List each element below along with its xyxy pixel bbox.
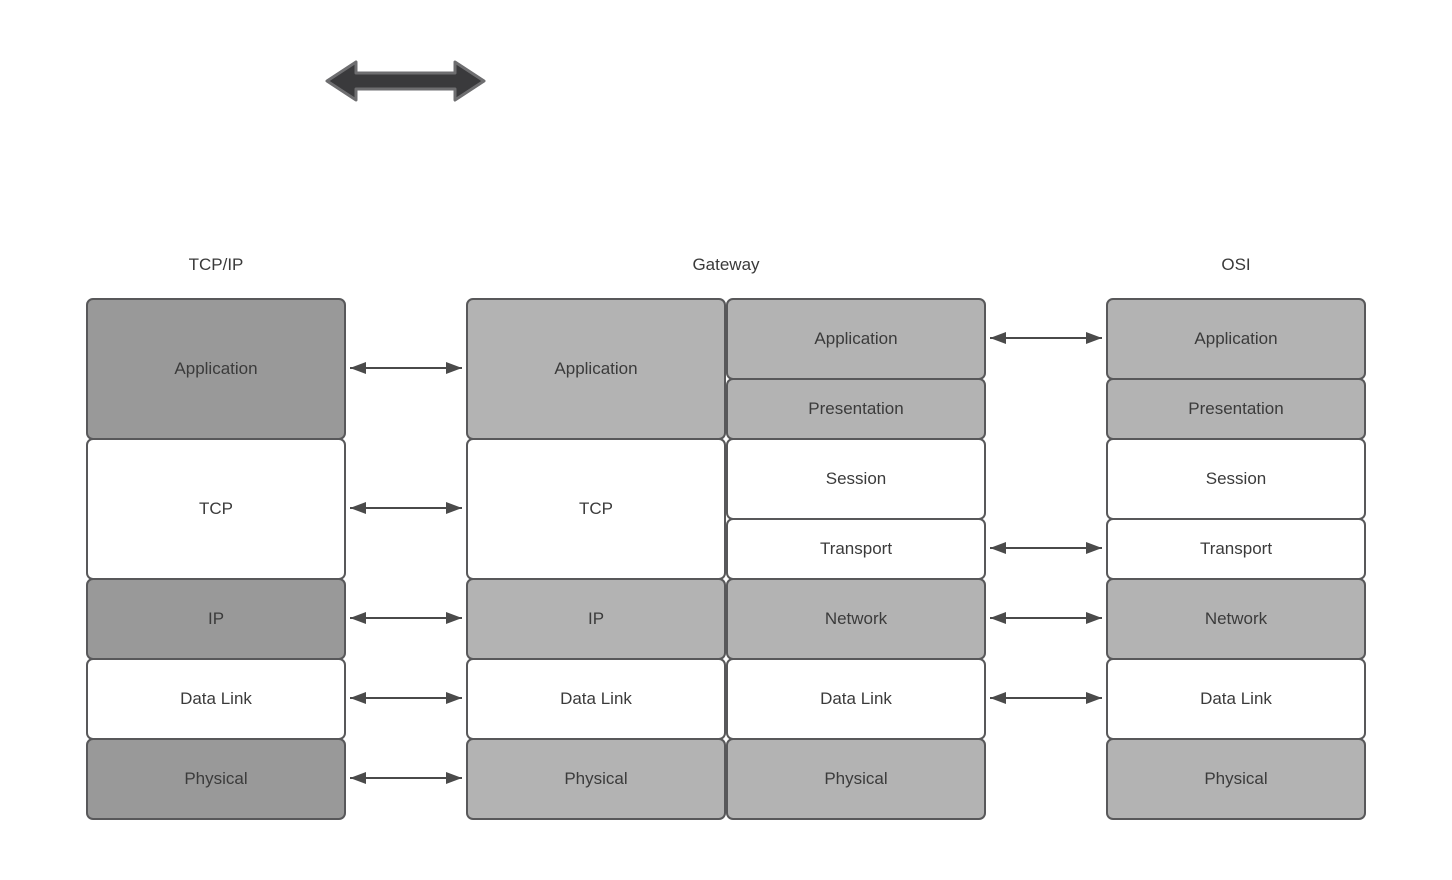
gateway-left-layer-physical: Physical [466, 738, 726, 820]
tcpip-column-title: TCP/IP [188, 255, 244, 274]
osi-column-title: OSI [1221, 255, 1251, 274]
osi-layer-presentation: Presentation [1106, 378, 1366, 440]
osi-layer-physical: Physical [1106, 738, 1366, 820]
osi-layer-session: Session [1106, 438, 1366, 520]
osi-layer-network: Network [1106, 578, 1366, 660]
tcpip-stack: Application TCP IP Data Link Physical [86, 298, 346, 820]
gateway-right-layer-presentation: Presentation [726, 378, 986, 440]
gateway-right-layer-session: Session [726, 438, 986, 520]
osi-stack: Application Presentation Session Transpo… [1106, 298, 1366, 820]
tcpip-layer-physical: Physical [86, 738, 346, 820]
tcpip-layer-application: Application [86, 298, 346, 440]
tcpip-layer-tcp: TCP [86, 438, 346, 580]
gateway-right-stack: Application Presentation Session Transpo… [726, 298, 986, 820]
tcpip-layer-data-link: Data Link [86, 658, 346, 740]
osi-layer-application: Application [1106, 298, 1366, 380]
osi-layer-transport: Transport [1106, 518, 1366, 580]
gateway-left-stack: Application TCP IP Data Link Physical [466, 298, 726, 820]
gateway-right-layer-application: Application [726, 298, 986, 380]
gateway-right-layer-data-link: Data Link [726, 658, 986, 740]
gateway-left-layer-tcp: TCP [466, 438, 726, 580]
gateway-column-title: Gateway [692, 255, 760, 274]
gateway-right-layer-transport: Transport [726, 518, 986, 580]
legend-double-arrow-icon [325, 60, 486, 102]
gateway-left-layer-data-link: Data Link [466, 658, 726, 740]
osi-layer-data-link: Data Link [1106, 658, 1366, 740]
tcpip-layer-ip: IP [86, 578, 346, 660]
gateway-left-layer-application: Application [466, 298, 726, 440]
gateway-left-layer-ip: IP [466, 578, 726, 660]
gateway-right-layer-physical: Physical [726, 738, 986, 820]
gateway-right-layer-network: Network [726, 578, 986, 660]
